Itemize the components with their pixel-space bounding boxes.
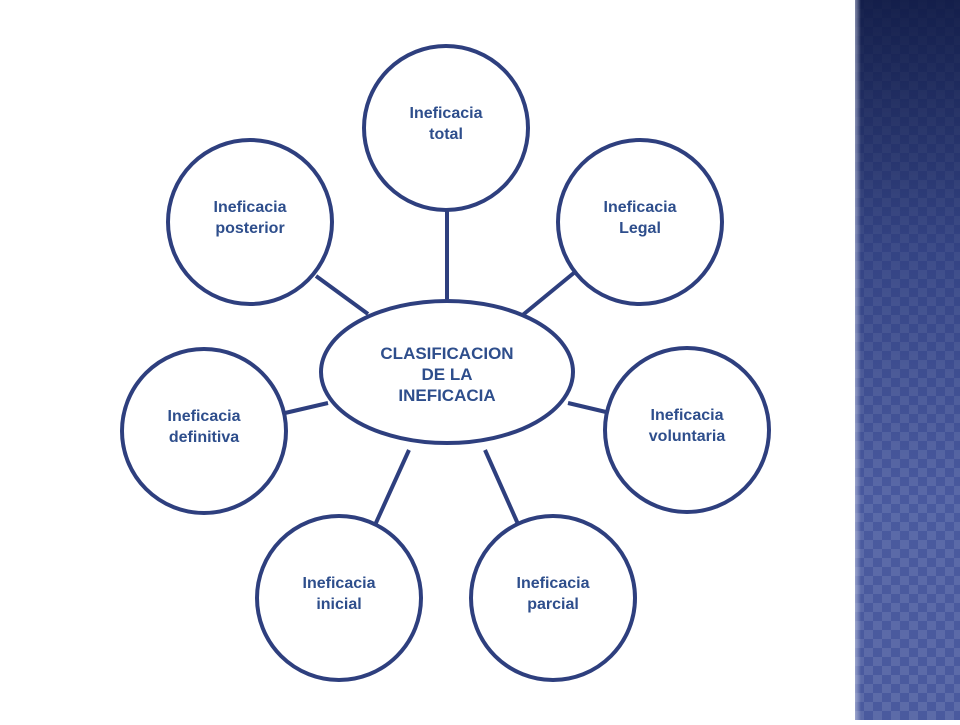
node-label-definitiva-line-1: Ineficacia — [168, 408, 241, 425]
node-posterior: Ineficacia posterior — [166, 138, 334, 306]
node-circle-inicial — [255, 514, 423, 682]
node-parcial: Ineficacia parcial — [469, 514, 637, 682]
node-label-parcial-line-2: parcial — [527, 596, 579, 613]
center-node: CLASIFICACION DE LA INEFICACIA — [319, 299, 575, 445]
connector-legal — [517, 270, 577, 320]
center-ellipse — [319, 299, 575, 445]
center-label-line-3: INEFICACIA — [398, 386, 495, 405]
center-label-line-2: DE LA — [422, 365, 473, 384]
node-label-voluntaria-line-2: voluntaria — [649, 428, 726, 445]
connector-inicial — [373, 449, 411, 526]
node-circle-total — [362, 44, 530, 212]
center-label-line-1: CLASIFICACION — [380, 344, 513, 363]
node-voluntaria: Ineficacia voluntaria — [603, 346, 771, 514]
node-circle-parcial — [469, 514, 637, 682]
node-circle-voluntaria — [603, 346, 771, 514]
node-total: Ineficacia total — [362, 44, 530, 212]
node-definitiva: Ineficacia definitiva — [120, 347, 288, 515]
node-label-total-line-2: total — [429, 126, 463, 143]
node-label-legal-line-1: Ineficacia — [604, 199, 677, 216]
connectors — [284, 210, 607, 526]
node-label-parcial-line-1: Ineficacia — [517, 575, 590, 592]
node-label-legal-line-2: Legal — [619, 220, 661, 237]
node-label-posterior-line-2: posterior — [215, 220, 284, 237]
connector-definitiva — [284, 401, 329, 415]
node-circle-definitiva — [120, 347, 288, 515]
node-label-definitiva-line-2: definitiva — [169, 429, 239, 446]
connector-voluntaria — [567, 401, 607, 414]
connector-parcial — [483, 449, 520, 525]
node-circle-legal — [556, 138, 724, 306]
node-inicial: Ineficacia inicial — [255, 514, 423, 682]
node-label-total-line-1: Ineficacia — [410, 105, 483, 122]
node-label-posterior-line-1: Ineficacia — [214, 199, 287, 216]
node-label-inicial-line-1: Ineficacia — [303, 575, 376, 592]
node-circle-posterior — [166, 138, 334, 306]
node-label-voluntaria-line-1: Ineficacia — [651, 407, 724, 424]
node-label-inicial-line-2: inicial — [316, 596, 361, 613]
connector-posterior — [314, 274, 370, 316]
decorative-side-panel — [855, 0, 960, 720]
satellite-nodes: IneficaciatotalIneficaciaLegalIneficacia… — [120, 44, 771, 682]
